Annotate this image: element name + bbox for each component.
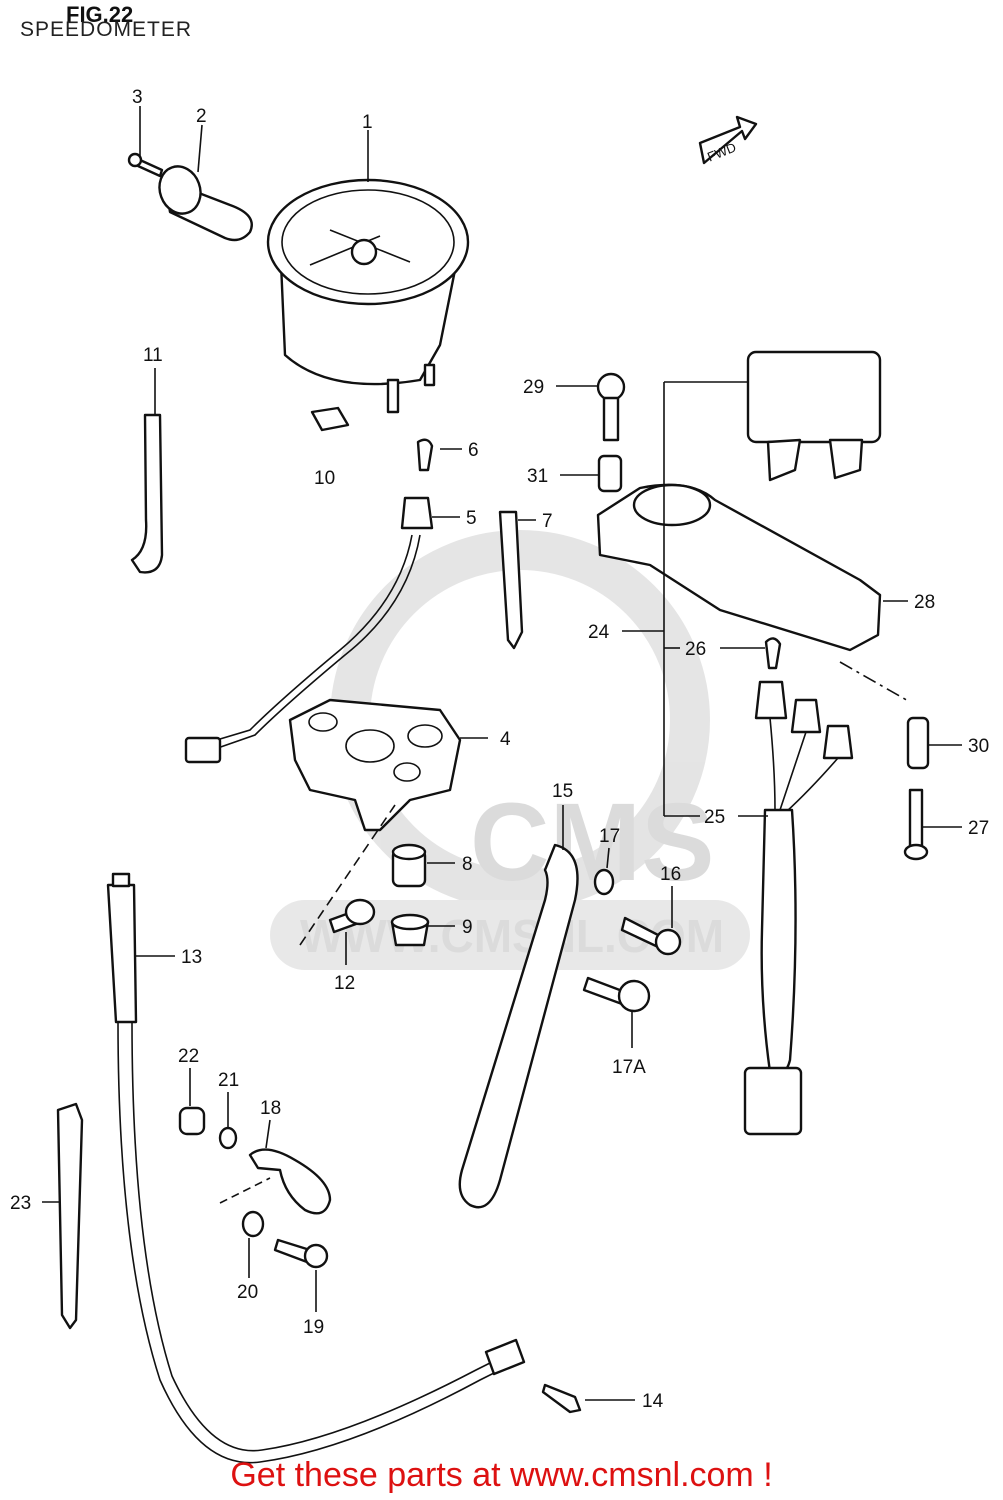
callout-26: 26 [685, 639, 706, 660]
clip-part-18 [248, 1148, 332, 1215]
watermark-logo: CMS [470, 781, 714, 904]
callout-9: 9 [462, 917, 473, 938]
callout-29: 29 [523, 377, 544, 398]
bracket-part-11 [130, 413, 164, 574]
leader-lines [42, 106, 962, 1401]
callout-21: 21 [218, 1070, 239, 1091]
callout-24: 24 [588, 622, 610, 643]
bulb-part-6 [416, 438, 434, 472]
callout-3: 3 [132, 87, 143, 108]
callout-4: 4 [500, 729, 511, 750]
figure-title: FIG.22 [66, 2, 134, 27]
tie-part-23 [56, 1102, 84, 1330]
callout-23: 23 [10, 1193, 31, 1214]
bracket-plate-part-4 [288, 698, 462, 832]
bulb-part-26 [764, 637, 782, 670]
callout-17: 17 [599, 826, 620, 847]
callout-31: 31 [527, 466, 548, 487]
collar-part-31 [597, 454, 623, 493]
callout-14: 14 [642, 1391, 664, 1412]
callout-11: 11 [143, 345, 163, 366]
callout-2: 2 [196, 106, 207, 127]
bolt-part-16 [620, 916, 682, 956]
callout-8: 8 [462, 854, 473, 875]
callout-28: 28 [914, 592, 935, 613]
spacer-part-30 [906, 716, 930, 770]
screw-part-27 [903, 788, 929, 861]
callout-18: 18 [260, 1098, 281, 1119]
bolt-part-12 [328, 898, 376, 934]
callout-6: 6 [468, 440, 479, 461]
forward-arrow-icon: FWD [698, 115, 758, 165]
callout-10: 10 [314, 468, 335, 489]
callout-20: 20 [237, 1282, 258, 1303]
callout-30: 30 [968, 736, 989, 757]
washer-part-17 [593, 868, 615, 896]
speedometer-gauge [266, 178, 470, 414]
grommet-part-8 [391, 843, 427, 888]
watermark: CMS WWW.CMSNL.COM [270, 530, 750, 970]
washer-part-20 [241, 1210, 265, 1238]
callout-13: 13 [181, 947, 202, 968]
speedometer-cable-part-13 [106, 872, 526, 1464]
callout-5: 5 [466, 508, 477, 529]
socket-wire-part-5 [184, 496, 434, 764]
cap-part-10 [310, 406, 350, 432]
footer-parts-link[interactable]: Get these parts at www.cmsnl.com ! [230, 1456, 773, 1494]
screw-part-19 [273, 1238, 329, 1269]
screw-part-3 [127, 152, 164, 178]
screw-part-14 [541, 1383, 582, 1414]
tie-part-7 [498, 510, 524, 650]
callout-1: 1 [362, 112, 373, 133]
figure-subtitle: SPEEDOMETER [20, 18, 193, 41]
callout-27: 27 [968, 818, 989, 839]
bolt-part-17a [582, 976, 651, 1013]
washer-part-21 [218, 1126, 238, 1150]
indicator-housing-part-28 [596, 350, 882, 652]
callout-15: 15 [552, 781, 573, 802]
callout-22: 22 [178, 1046, 199, 1067]
callout-16: 16 [660, 864, 681, 885]
callout-labels: 1 2 3 4 5 6 7 8 9 10 11 12 13 14 15 16 1… [10, 87, 989, 1412]
callout-19: 19 [303, 1317, 324, 1338]
callout-25: 25 [704, 807, 725, 828]
screw-part-29 [596, 372, 626, 442]
collar-part-22 [178, 1106, 206, 1136]
trip-knob [158, 165, 253, 242]
callout-7: 7 [542, 511, 553, 532]
callout-17a: 17A [612, 1057, 646, 1078]
strap-part-15 [458, 843, 579, 1209]
harness-part-25 [743, 680, 854, 1136]
nut-part-9 [390, 913, 430, 947]
callout-12: 12 [334, 973, 355, 994]
